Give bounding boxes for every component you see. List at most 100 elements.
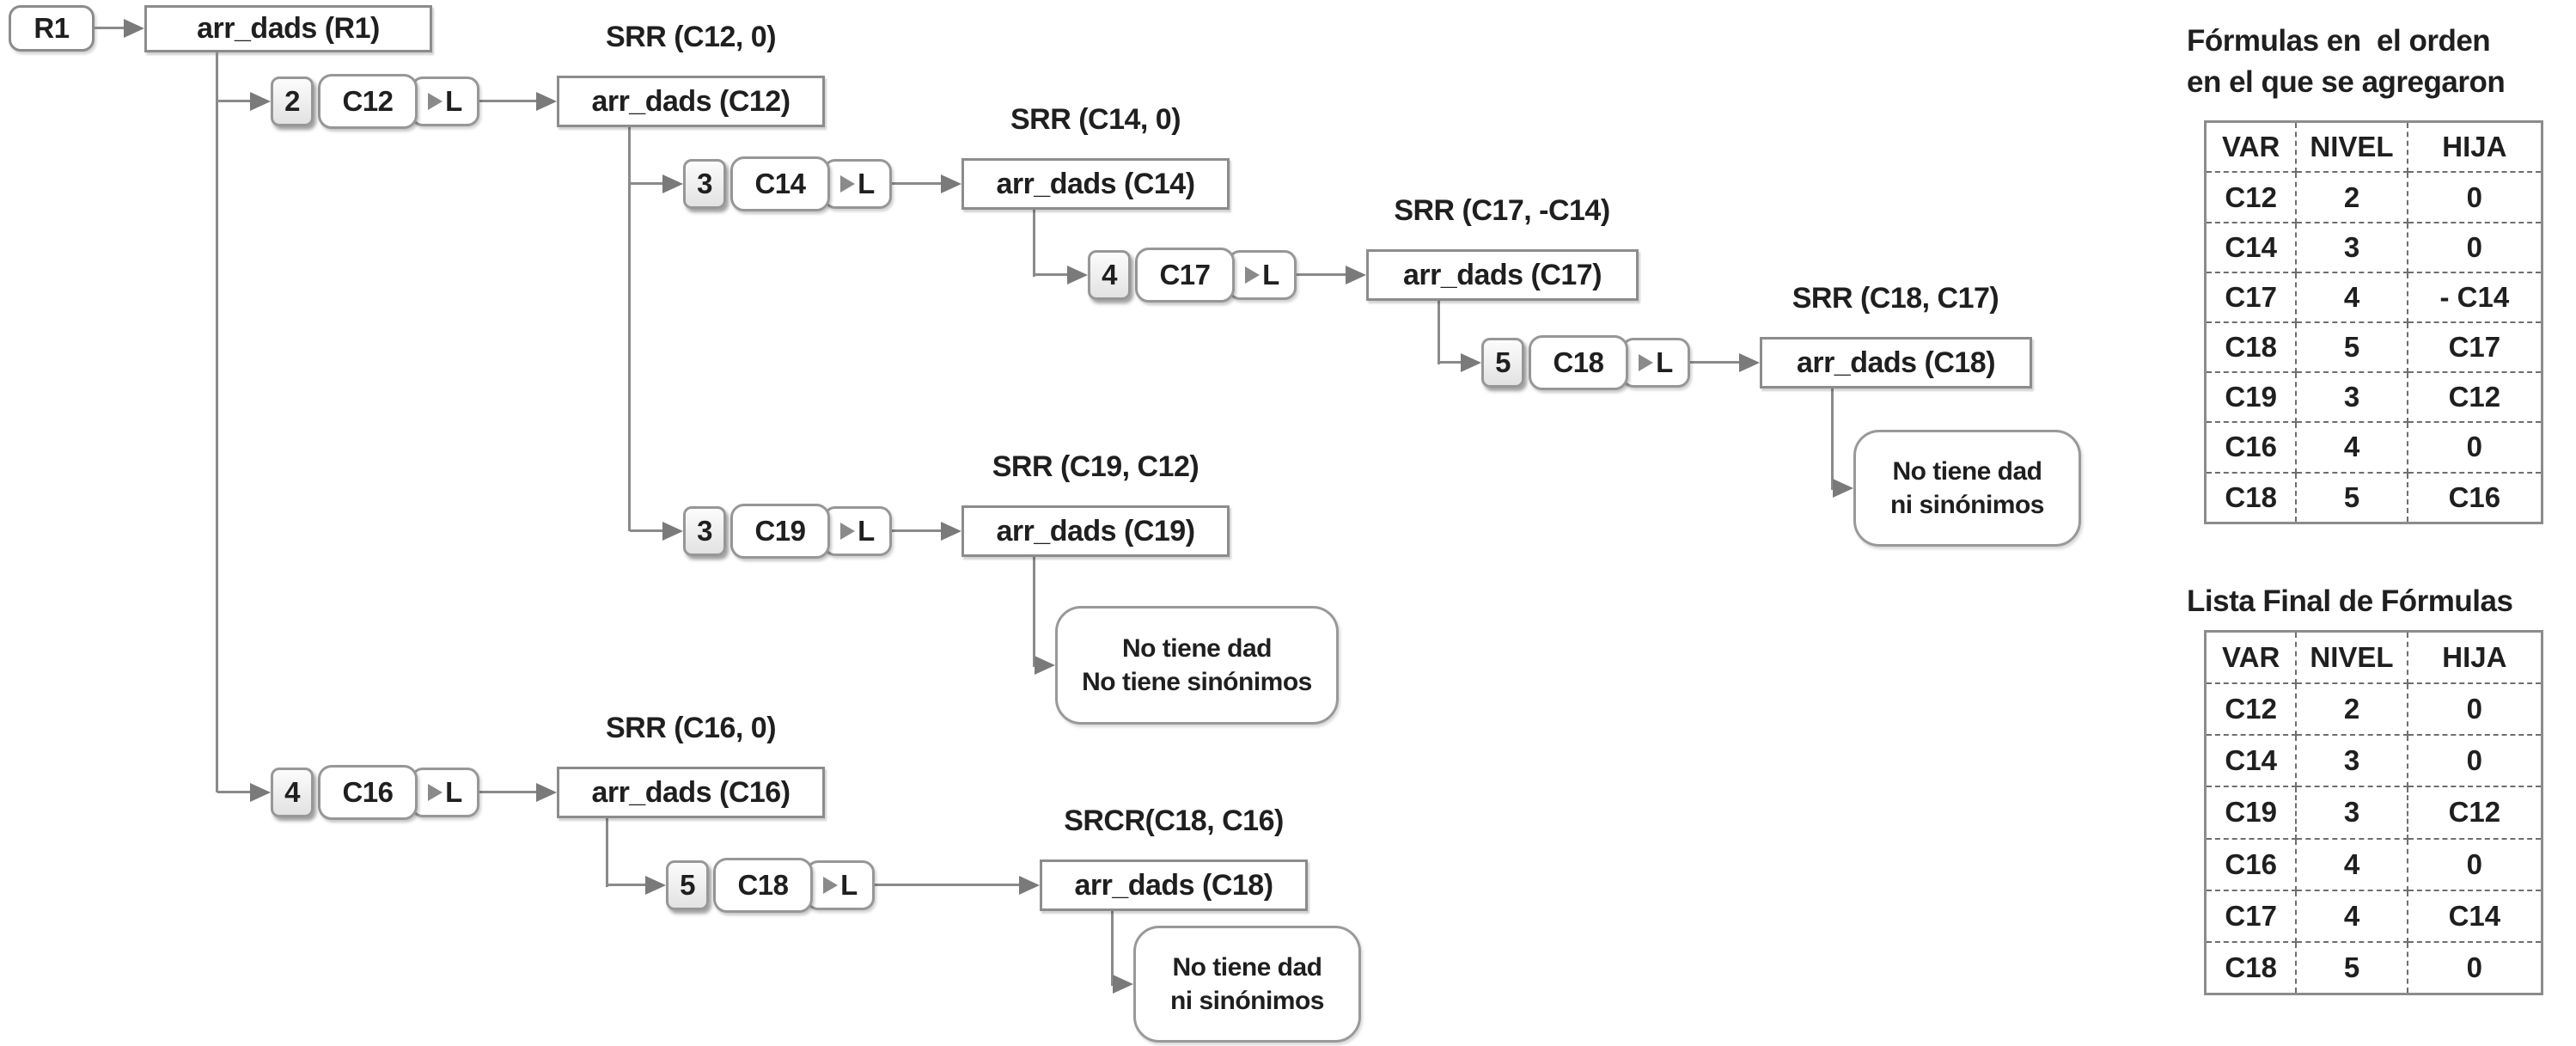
table-cell: 0 bbox=[2406, 682, 2543, 737]
into-list-arrow-icon bbox=[428, 93, 443, 110]
table-cell: C14 bbox=[2204, 221, 2298, 273]
order-badge: 5 bbox=[666, 860, 709, 910]
table-cell: C14 bbox=[2204, 734, 2298, 788]
table-cell: C12 bbox=[2204, 682, 2298, 737]
srr-label: SRR (C14, 0) bbox=[1010, 103, 1181, 136]
var-box: C18 bbox=[1529, 335, 1628, 390]
list-box: L bbox=[1228, 250, 1297, 300]
arrowhead-icon bbox=[1461, 353, 1481, 372]
table-cell: C16 bbox=[2406, 471, 2543, 524]
connector-line bbox=[606, 818, 608, 887]
root-node: R1 bbox=[9, 5, 95, 52]
table-cell: 3 bbox=[2295, 786, 2408, 840]
srr-label: SRR (C17, -C14) bbox=[1394, 194, 1610, 227]
table-cell: 2 bbox=[2295, 682, 2408, 737]
arrowhead-icon bbox=[1113, 975, 1133, 994]
connector-line bbox=[1438, 301, 1440, 364]
call-box: arr_dads (C19) bbox=[961, 505, 1230, 557]
call-box: arr_dads (C16) bbox=[557, 767, 825, 818]
into-list-arrow-icon bbox=[840, 523, 856, 540]
list-label: L bbox=[858, 515, 875, 547]
column-header: VAR bbox=[2204, 120, 2298, 174]
connector-line bbox=[1690, 361, 1739, 364]
table-header-row: VAR NIVEL HIJA bbox=[2204, 120, 2543, 174]
table-cell: 0 bbox=[2406, 171, 2543, 223]
list-label: L bbox=[1262, 259, 1279, 291]
table-cell: C12 bbox=[2406, 371, 2543, 424]
table-cell: 0 bbox=[2406, 421, 2543, 474]
list-box: L bbox=[411, 768, 479, 817]
list-label: L bbox=[445, 776, 462, 808]
arrowhead-icon bbox=[250, 783, 271, 802]
var-box: C16 bbox=[318, 765, 418, 820]
column-header: VAR bbox=[2204, 630, 2298, 685]
call-box: arr_dads (C18) bbox=[1760, 337, 2032, 388]
column-header: NIVEL bbox=[2295, 120, 2408, 174]
arrowhead-icon bbox=[536, 783, 557, 802]
connector-line bbox=[1831, 388, 1834, 490]
into-list-arrow-icon bbox=[1245, 266, 1261, 284]
var-box: C14 bbox=[730, 156, 830, 211]
table-cell: - C14 bbox=[2406, 271, 2543, 323]
table-cell: C18 bbox=[2204, 471, 2298, 524]
table-cell: C18 bbox=[2204, 321, 2298, 374]
connector-line bbox=[1297, 273, 1346, 276]
table-cell: C18 bbox=[2204, 940, 2298, 995]
table-cell: 5 bbox=[2295, 471, 2408, 524]
srr-label: SRCR(C18, C16) bbox=[1064, 804, 1284, 837]
table-cell: 4 bbox=[2295, 271, 2408, 323]
table-cell: 3 bbox=[2295, 371, 2408, 424]
connector-line bbox=[630, 529, 662, 532]
order-badge: 2 bbox=[271, 76, 314, 126]
table-cell: C16 bbox=[2204, 421, 2298, 474]
table-title-order: Fórmulas en el orden en el que se agrega… bbox=[2187, 24, 2506, 100]
column-header: HIJA bbox=[2406, 630, 2543, 685]
note-box: No tiene dad ni sinónimos bbox=[1853, 430, 2081, 547]
into-list-arrow-icon bbox=[428, 784, 443, 801]
var-box: C19 bbox=[730, 504, 830, 559]
connector-line bbox=[630, 182, 662, 185]
connector-line bbox=[479, 100, 536, 102]
arrowhead-icon bbox=[941, 522, 961, 541]
arrowhead-icon bbox=[1833, 479, 1853, 498]
list-box: L bbox=[1621, 338, 1690, 388]
order-badge: 3 bbox=[683, 506, 726, 556]
into-list-arrow-icon bbox=[1639, 354, 1654, 371]
order-badge: 5 bbox=[1481, 338, 1524, 388]
list-label: L bbox=[858, 168, 875, 199]
call-box: arr_dads (C18) bbox=[1040, 859, 1308, 911]
connector-line bbox=[1111, 911, 1114, 986]
table-cell: C17 bbox=[2204, 889, 2298, 943]
arrowhead-icon bbox=[124, 19, 144, 38]
arrowhead-icon bbox=[536, 92, 557, 111]
arrowhead-icon bbox=[941, 174, 961, 193]
connector-line bbox=[628, 127, 631, 531]
var-box: C17 bbox=[1135, 248, 1235, 303]
call-box: arr_dads (C14) bbox=[961, 158, 1230, 210]
table-cell: 4 bbox=[2295, 837, 2408, 891]
list-box: L bbox=[806, 860, 875, 910]
arrowhead-icon bbox=[1067, 266, 1088, 284]
connector-line bbox=[95, 27, 124, 29]
connector-line bbox=[217, 100, 250, 102]
arrowhead-icon bbox=[1035, 656, 1055, 675]
connector-line bbox=[892, 529, 941, 532]
connector-line bbox=[216, 52, 218, 792]
connector-line bbox=[1035, 273, 1067, 276]
connector-line bbox=[607, 884, 645, 886]
srr-label: SRR (C18, C17) bbox=[1792, 282, 1999, 315]
srr-label: SRR (C19, C12) bbox=[992, 450, 1199, 483]
connector-line bbox=[892, 182, 941, 185]
table-cell: 2 bbox=[2295, 171, 2408, 223]
order-badge: 4 bbox=[271, 768, 314, 817]
table-cell: 0 bbox=[2406, 221, 2543, 273]
connector-line bbox=[1439, 361, 1461, 364]
connector-line bbox=[1033, 557, 1035, 667]
